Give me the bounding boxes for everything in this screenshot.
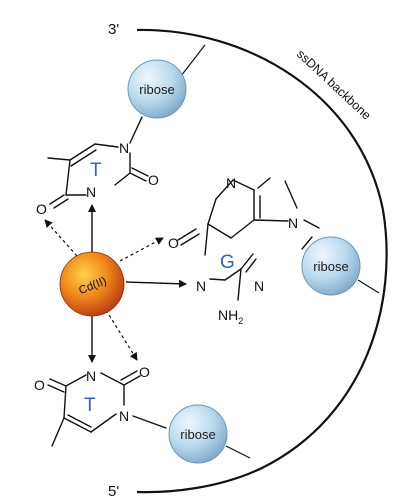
ribose-top: ribose — [127, 59, 187, 119]
guanine-n7: N — [226, 175, 236, 191]
guanine-n3: N — [254, 278, 264, 294]
ribose-middle-label: ribose — [313, 259, 348, 274]
ribose-link-middle — [357, 279, 380, 294]
ribose-middle: ribose — [301, 236, 361, 296]
bottom-thymine: N N O O T — [34, 364, 167, 447]
dashed-arrow-to-top-thymine-o4 — [44, 219, 78, 257]
guanine: N N O N N NH2 G — [168, 175, 320, 326]
bottom-thymine-letter: T — [84, 395, 96, 416]
bottom-thymine-o4: O — [34, 377, 45, 393]
top-thymine-n3: N — [86, 184, 96, 200]
ribose-top-label: ribose — [139, 82, 174, 97]
guanine-n1: N — [196, 278, 206, 294]
ribose-bottom: ribose — [168, 404, 228, 464]
top-thymine-letter: T — [90, 160, 102, 181]
guanine-nh2: NH2 — [218, 307, 243, 326]
dashed-arrow-to-guanine-o6 — [119, 237, 164, 262]
guanine-letter: G — [220, 252, 235, 273]
guanine-o6: O — [168, 235, 179, 251]
cd-ion-sphere: Cd(II) — [59, 251, 125, 317]
ribose-bottom-label: ribose — [180, 427, 215, 442]
dashed-arrow-to-bottom-thymine-o2 — [105, 309, 138, 361]
top-thymine-o2: O — [148, 172, 159, 188]
ribose-link-top — [180, 44, 206, 77]
backbone-5-prime-label: 5' — [108, 483, 119, 499]
top-thymine: N N O O T — [36, 116, 159, 217]
bottom-thymine-n1: N — [119, 408, 129, 424]
top-thymine-n1: N — [119, 140, 129, 156]
arrow-to-guanine-n1 — [125, 279, 187, 288]
bottom-thymine-n3: N — [86, 368, 96, 384]
top-thymine-o4: O — [36, 201, 47, 217]
guanine-n9: N — [288, 215, 298, 231]
backbone-3-prime-label: 3' — [108, 21, 119, 38]
ribose-link-bottom — [225, 445, 251, 459]
bottom-thymine-o2: O — [139, 364, 150, 380]
ssdna-backbone-arc — [136, 28, 388, 494]
